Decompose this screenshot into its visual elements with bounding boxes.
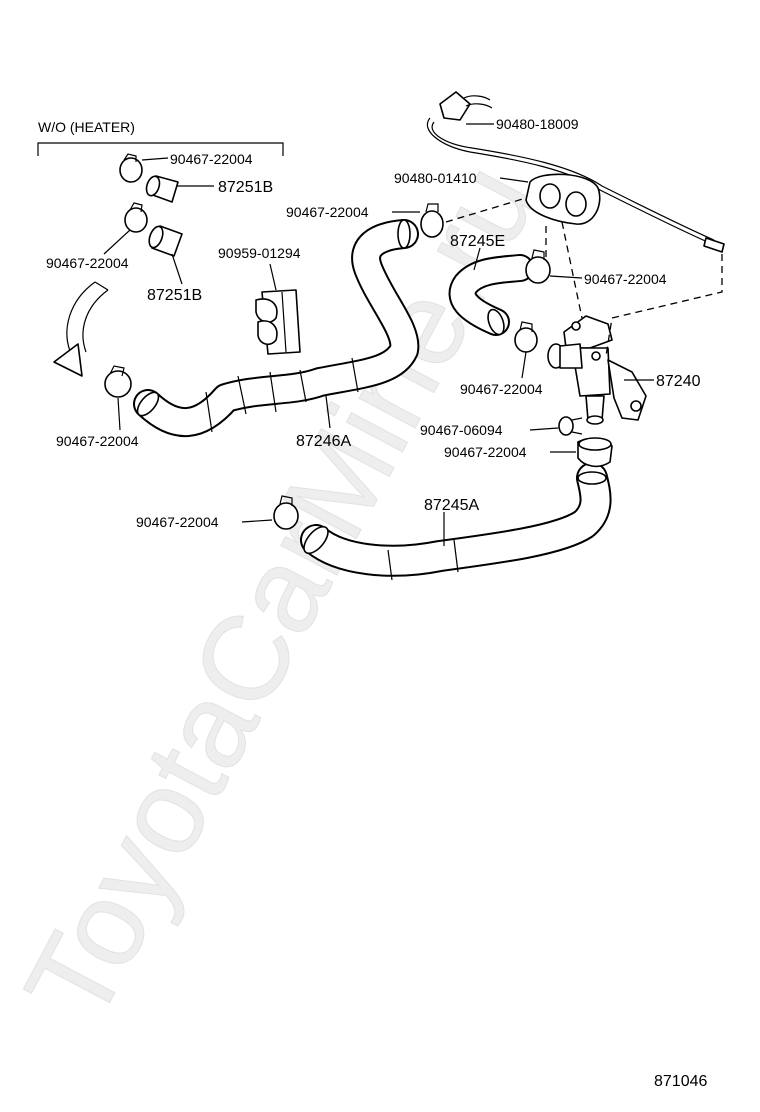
hose-87246A-part — [133, 219, 420, 438]
assembly-line-1 — [445, 197, 527, 223]
water-valve-part — [547, 315, 647, 425]
label-clamp-left: 90467-22004 — [46, 255, 129, 271]
label-tube-upper: 87251B — [218, 179, 273, 196]
label-hose-87246A: 87246A — [296, 433, 351, 450]
figure-number: 871046 — [654, 1073, 707, 1090]
clip-part — [255, 289, 301, 355]
clamp-mid-part — [514, 321, 538, 353]
clamp-lower-left-part — [104, 365, 132, 398]
label-clamp-right-lower: 90467-22004 — [444, 444, 527, 460]
assembly-line-3 — [561, 221, 583, 319]
grommet-part — [525, 173, 601, 225]
label-grommet: 90480-01410 — [394, 170, 477, 186]
clamp-upper-left-part — [119, 153, 143, 183]
label-valve: 87240 — [656, 373, 701, 390]
leader-clamp-upper-left — [141, 157, 169, 161]
direction-arrow — [53, 281, 109, 377]
clamp-bottom-left-part — [273, 495, 299, 530]
clamp-hose-top-part — [420, 203, 444, 238]
leader-hose-87245E — [473, 247, 481, 271]
label-clip: 90959-01294 — [218, 245, 301, 261]
clamp-left-part — [124, 202, 148, 233]
screw-part — [558, 416, 583, 436]
label-clamp-hose-top: 90467-22004 — [286, 204, 369, 220]
control-cable-part — [426, 91, 725, 253]
leader-clamp-lower-left — [117, 397, 121, 431]
leader-clamp-right-upper — [549, 275, 583, 279]
leader-clip — [269, 263, 277, 291]
label-screw: 90467-06094 — [420, 422, 503, 438]
label-clamp-upper-left: 90467-22004 — [170, 151, 253, 167]
leader-clamp-left — [103, 229, 131, 255]
leader-hose-87246A — [325, 395, 331, 429]
clamp-right-lower-part — [577, 437, 613, 468]
leader-screw — [529, 427, 559, 431]
label-hose-87245A: 87245A — [424, 497, 479, 514]
label-hose-87245E: 87245E — [450, 233, 505, 250]
section-bracket — [37, 142, 284, 156]
assembly-line-4 — [605, 254, 723, 357]
label-clamp-lower-left: 90467-22004 — [56, 433, 139, 449]
label-clamp-mid: 90467-22004 — [460, 381, 543, 397]
tube-upper-part — [145, 175, 179, 203]
leader-grommet — [499, 177, 529, 183]
label-clamp-right-upper: 90467-22004 — [584, 271, 667, 287]
leader-clamp-mid — [521, 351, 527, 379]
clamp-right-upper-part — [525, 249, 551, 284]
leader-clamp-bottom-left — [241, 519, 273, 523]
label-tube-lower: 87251B — [147, 287, 202, 304]
section-note: W/O (HEATER) — [38, 119, 135, 135]
leader-tube-lower — [171, 253, 183, 285]
label-cable: 90480-18009 — [496, 116, 579, 132]
tube-lower-part — [148, 225, 183, 257]
hose-87245A-part — [300, 462, 612, 581]
label-clamp-bottom-left: 90467-22004 — [136, 514, 219, 530]
hose-87245E-part — [448, 254, 534, 336]
